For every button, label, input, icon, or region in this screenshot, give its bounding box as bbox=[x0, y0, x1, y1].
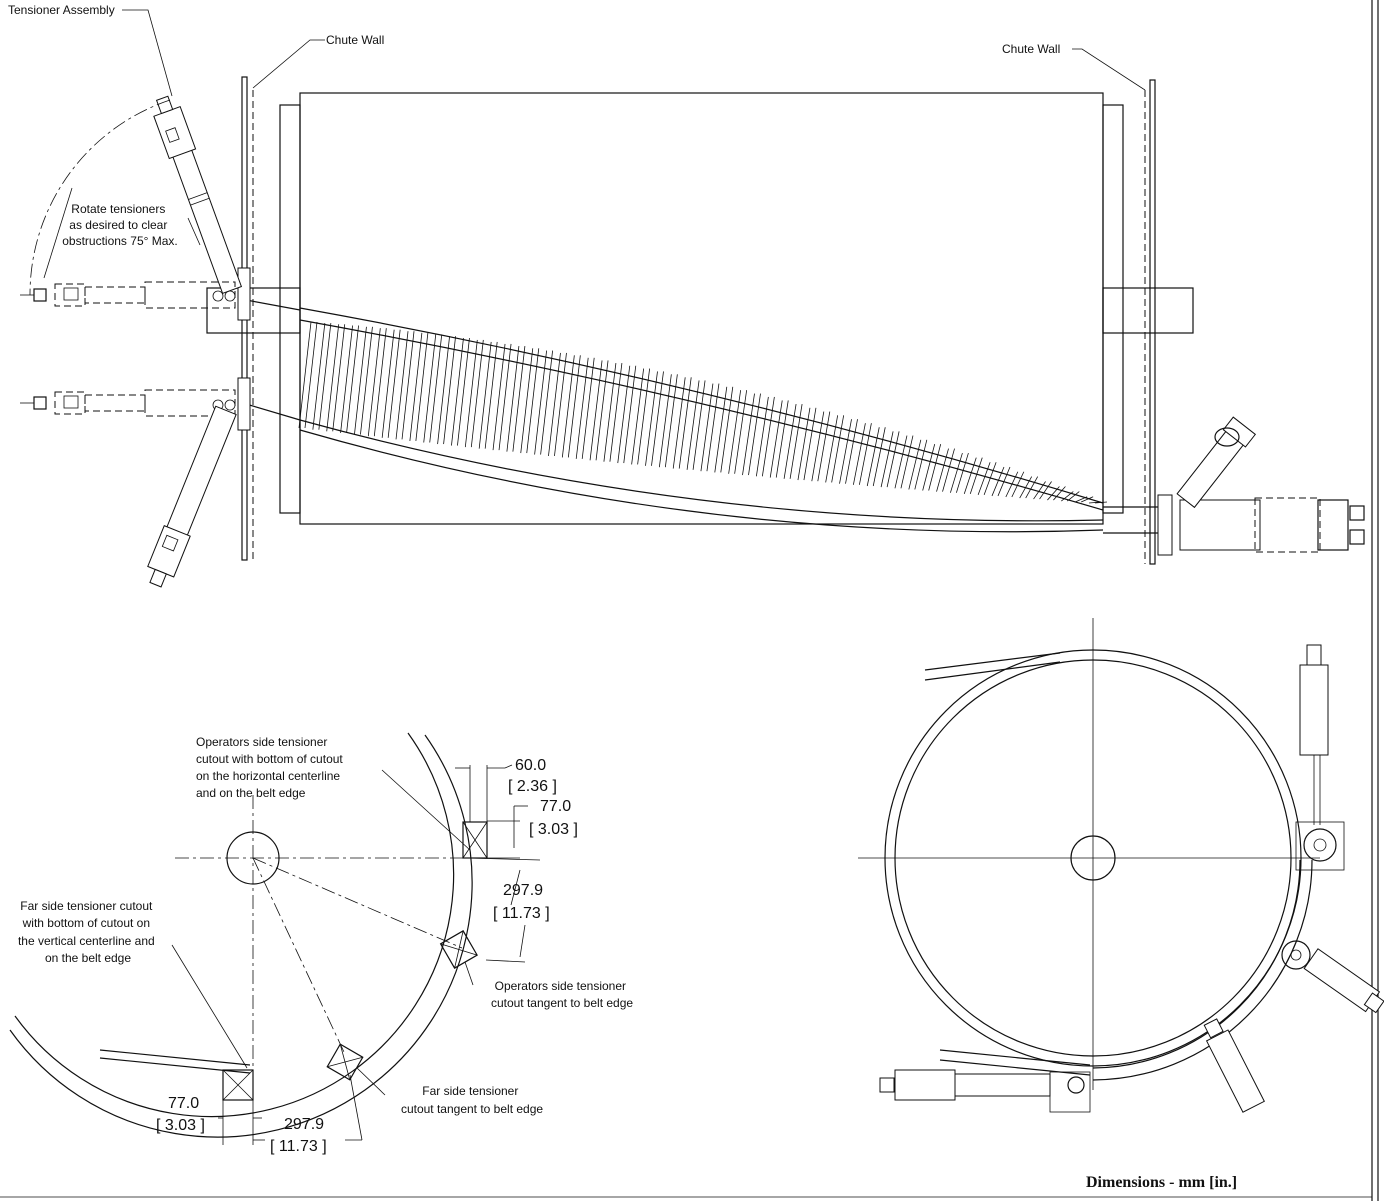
operators-side-horizontal-note: Operators side tensioner cutout with bot… bbox=[196, 735, 346, 800]
chute-wall-right bbox=[1149, 79, 1156, 565]
cleaner-blade bbox=[298, 307, 1108, 533]
dim-77-bottom-in: [ 3.03 ] bbox=[156, 1117, 205, 1134]
dim-77-right-in: [ 3.03 ] bbox=[529, 821, 578, 838]
dim-77-right-mm: 77.0 bbox=[540, 798, 571, 815]
dim-297-right-in: [ 11.73 ] bbox=[493, 905, 550, 922]
rotate-note: Rotate tensioners as desired to clear ob… bbox=[62, 202, 178, 248]
dim-297-bottom-in: [ 11.73 ] bbox=[270, 1138, 327, 1155]
dim-60-in: [ 2.36 ] bbox=[508, 778, 557, 795]
far-side-vertical-note: Far side tensioner cutout with bottom of… bbox=[18, 899, 158, 965]
dim-297-right-mm: 297.9 bbox=[503, 882, 543, 899]
chute-wall-label-left: Chute Wall bbox=[326, 33, 384, 47]
operators-side-tangent-note: Operators side tensioner cutout tangent … bbox=[491, 979, 633, 1010]
dim-77-bottom-mm: 77.0 bbox=[168, 1095, 199, 1112]
top-view bbox=[20, 9, 1365, 588]
dim-60-mm: 60.0 bbox=[515, 757, 546, 774]
chute-wall-label-right: Chute Wall bbox=[1002, 42, 1060, 56]
side-elevation-view bbox=[858, 618, 1384, 1113]
tensioner-assembly-lower-rotated bbox=[147, 405, 237, 588]
tensioner-assembly-upper-horizontal bbox=[20, 281, 236, 309]
tensioner-assembly-right bbox=[1157, 416, 1365, 556]
rotation-arc bbox=[29, 99, 171, 296]
tensioner-assembly-lower-horizontal bbox=[20, 389, 236, 417]
dim-297-bottom-mm: 297.9 bbox=[284, 1116, 324, 1133]
tensioner-assembly-upper-rotated bbox=[153, 95, 243, 295]
units-note: Dimensions - mm [in.] bbox=[1086, 1174, 1237, 1191]
cutout-layout-view bbox=[9, 732, 541, 1145]
far-side-tangent-note: Far side tensioner cutout tangent to bel… bbox=[401, 1084, 543, 1116]
tensioner-assembly-label: Tensioner Assembly bbox=[8, 3, 115, 17]
